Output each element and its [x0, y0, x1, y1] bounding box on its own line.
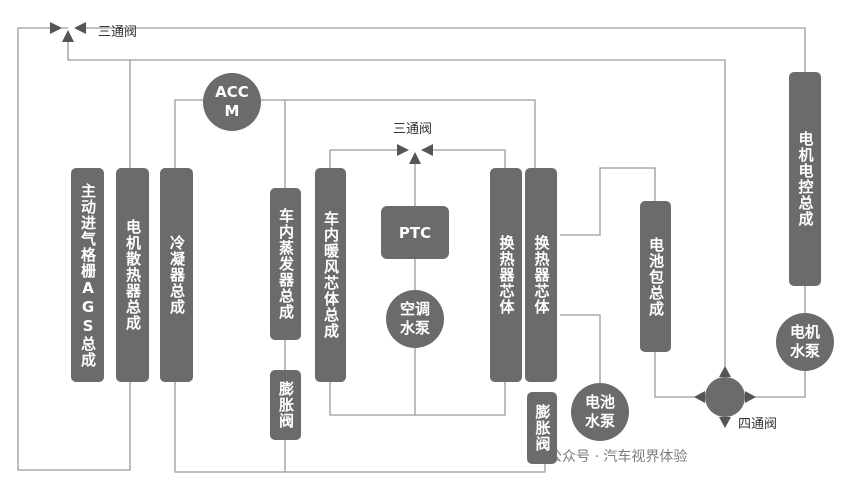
pipe-exchanger-pump: [560, 314, 601, 385]
motor-radiator-assembly: 电机散热器总成: [116, 168, 149, 382]
motor-controller-assembly: 电机电控总成: [789, 72, 821, 286]
pipe-motor-loop: [745, 370, 806, 398]
watermark: 公众号 · 汽车视界体验: [548, 449, 688, 465]
motor-water-pump: 电机 水泵: [776, 313, 834, 371]
four-way-valve-label: 四通阀: [738, 417, 778, 432]
pipe-heater-right: [430, 149, 506, 172]
pipe-outer-loop: [17, 27, 131, 471]
pipe-battery-down: [654, 350, 705, 398]
heat-exchanger-core-1: 换热器芯体: [490, 168, 522, 382]
heat-exchanger-core-2: 换热器芯体: [525, 168, 557, 382]
pipe-mid-loop: [67, 40, 726, 375]
ptc-heater: PTC: [381, 206, 449, 259]
heater-core-assembly: 车内暖风芯体总成: [315, 168, 346, 382]
battery-pack-assembly: 电池包总成: [640, 201, 671, 352]
three-way-valve-mid-label: 三通阀: [393, 122, 433, 137]
three-way-valve-mid-icon: [397, 144, 433, 164]
evaporator-assembly: 车内蒸发器总成: [270, 188, 301, 340]
ac-water-pump: 空调 水泵: [386, 290, 444, 348]
pipe-bottom-main: [174, 380, 546, 473]
battery-water-pump: 电池 水泵: [571, 383, 629, 441]
condenser-assembly: 冷凝器总成: [160, 168, 193, 382]
pipe-battery-top: [560, 167, 656, 236]
pipe-heater-bottom: [329, 380, 506, 416]
pipe-accm-right: [260, 99, 536, 172]
pipe-heater-top: [329, 149, 400, 172]
ags-assembly: 主动进气格栅AGS总成: [71, 168, 104, 382]
three-way-valve-top-icon: [50, 22, 86, 42]
three-way-valve-top-label: 三通阀: [98, 25, 138, 40]
pipe-top-right: [80, 27, 806, 75]
pipe-accm-left: [174, 99, 205, 172]
expansion-valve-2: 膨胀阀: [527, 392, 557, 464]
four-way-valve-icon: [694, 366, 756, 428]
expansion-valve-1: 膨胀阀: [270, 370, 301, 440]
accm-compressor: ACC M: [203, 73, 261, 131]
